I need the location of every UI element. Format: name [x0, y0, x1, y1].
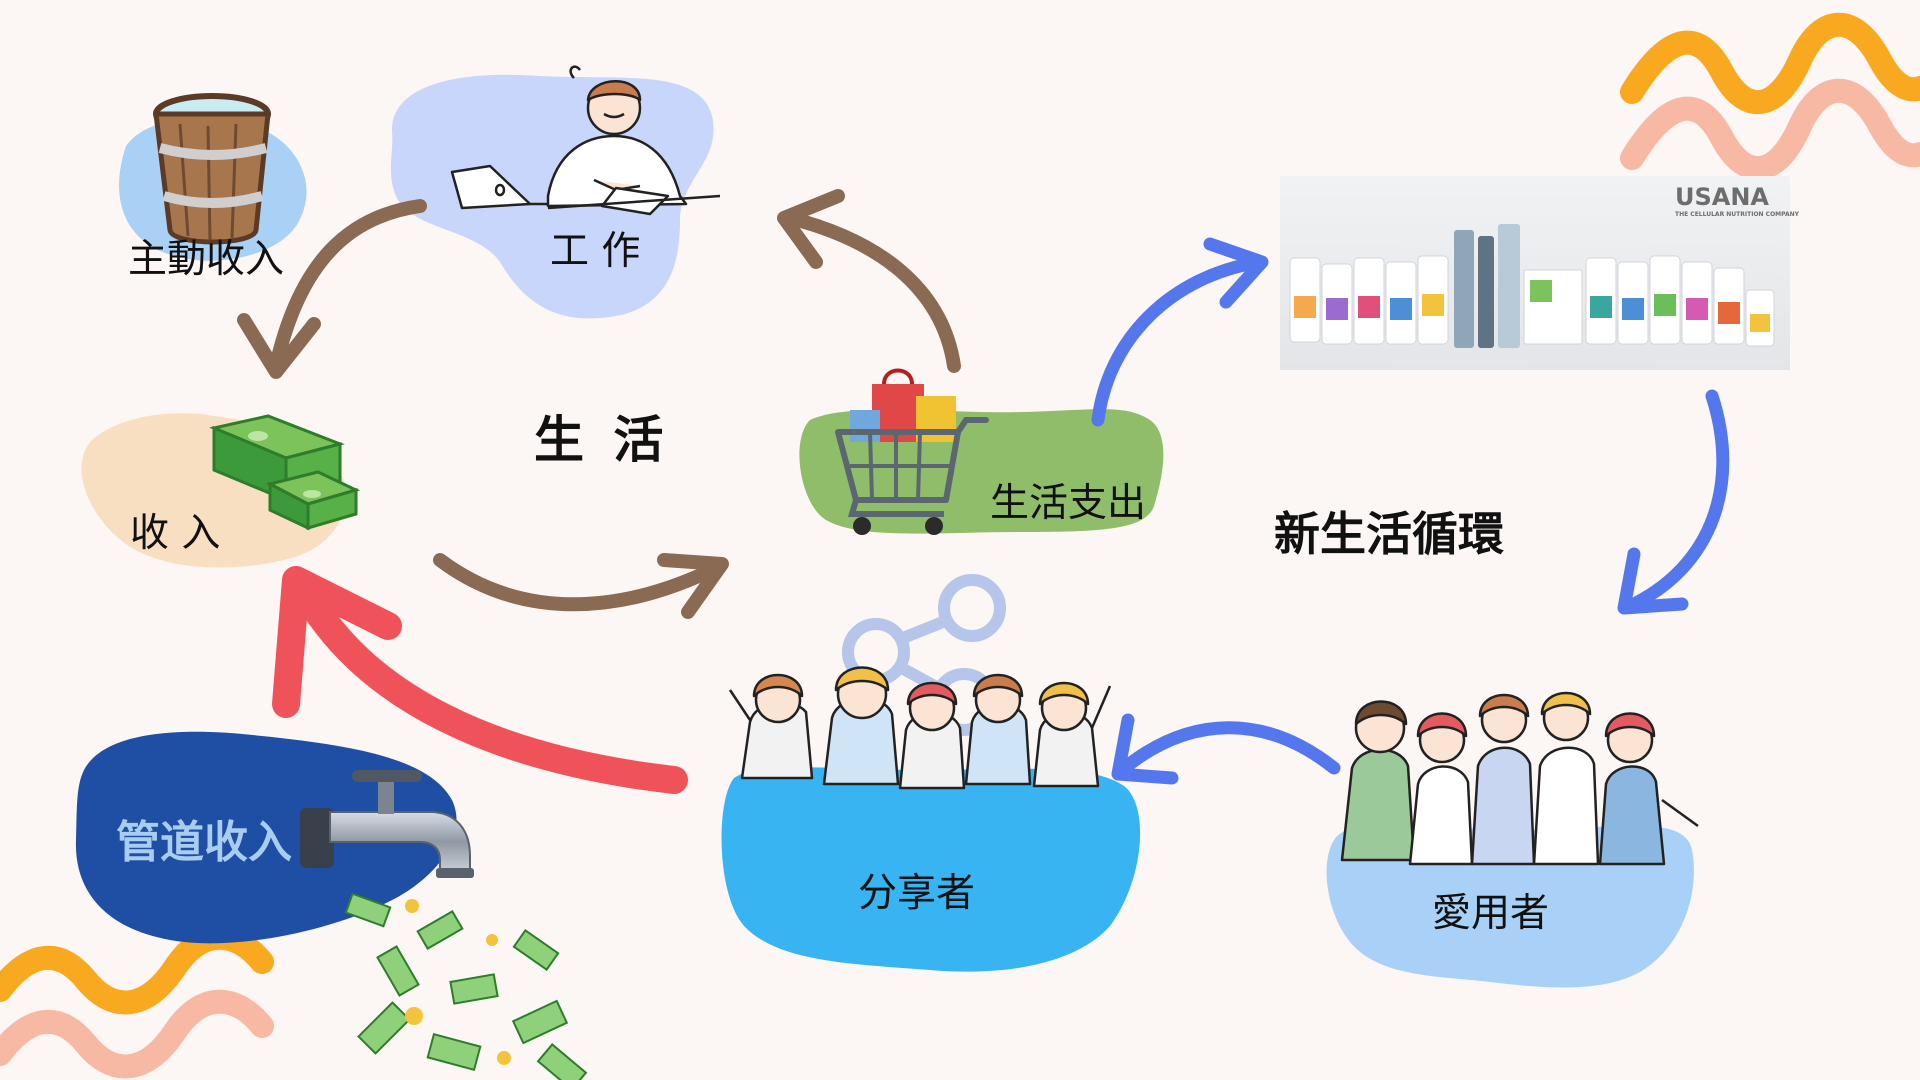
- product-lineup-image: USANA THE CELLULAR NUTRITION COMPANY: [1280, 176, 1800, 370]
- work-label: 工 作: [550, 229, 641, 274]
- sharers-label: 分享者: [858, 871, 976, 916]
- squiggle-decoration-bottom-left: [0, 925, 274, 1079]
- new-life-cycle-label: 新生活循環: [1274, 507, 1504, 561]
- arrow-income-to-expenses: [433, 553, 729, 619]
- squiggle-decoration-top-right: [1620, 12, 1920, 180]
- man-at-laptop-icon: [450, 65, 721, 216]
- pipeline-income-label: 管道收入: [116, 817, 292, 868]
- bucket-icon: [153, 93, 271, 245]
- arrow-work-to-income: [237, 199, 427, 379]
- users-label: 愛用者: [1432, 891, 1550, 936]
- cheering-team-icon: [728, 666, 1112, 790]
- living-expenses-label: 生活支出: [990, 481, 1147, 526]
- active-income-label: 主動收入: [128, 237, 285, 282]
- falling-money-icon: [344, 892, 588, 1080]
- arrow-products-to-users: [1617, 389, 1730, 615]
- faucet-icon: [300, 770, 474, 878]
- sharers-blob: [721, 767, 1141, 972]
- arrow-expenses-to-work: [777, 189, 961, 373]
- supplement-bottles: [1289, 224, 1775, 348]
- shopping-cart-icon: [835, 368, 989, 535]
- arrow-users-to-sharers: [1111, 713, 1341, 785]
- money-stack-icon: [209, 414, 361, 531]
- arrow-expenses-to-products: [1091, 237, 1269, 427]
- income-label: 收 入: [130, 511, 221, 556]
- product-brand-logo: USANA: [1675, 183, 1769, 211]
- life-label: 生 活: [534, 411, 670, 469]
- arrow-pipeline-to-income: [272, 566, 688, 794]
- product-brand-tagline: THE CELLULAR NUTRITION COMPANY: [1675, 211, 1800, 218]
- pipeline-blob: [75, 731, 457, 944]
- hugging-friends-icon: [1340, 691, 1699, 866]
